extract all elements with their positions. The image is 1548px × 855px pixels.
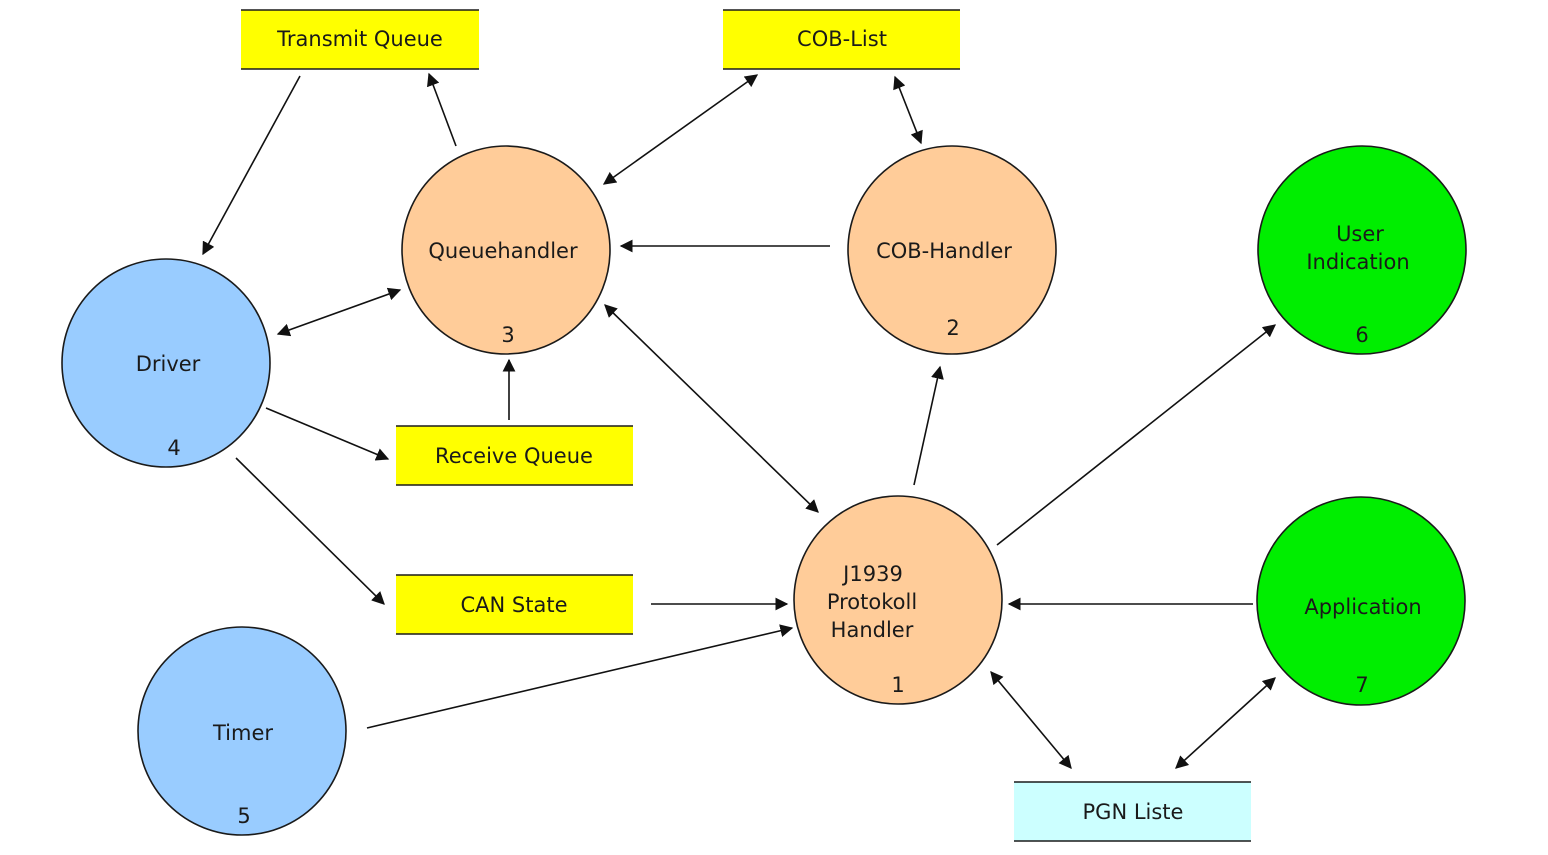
node-timer-circle [137,626,347,836]
node-cob-handler-circle [847,145,1057,355]
node-cob-handler: COB-Handler 2 [847,145,1057,355]
store-can-state-box [396,575,633,634]
edge-pgn-liste-application [1175,677,1276,769]
node-protokoll-handler-label-line-1: J1939 [841,562,903,586]
node-queuehandler: Queuehandler 3 [401,145,611,355]
node-driver-number: 4 [167,436,180,460]
node-user-indication-label-line-1: User [1336,222,1384,246]
edge-driver-to-receive-queue [265,407,390,461]
node-application-circle [1256,496,1466,706]
store-transmit-queue-box [241,10,479,69]
node-application-number: 7 [1355,673,1368,697]
node-queuehandler-number: 3 [501,323,514,347]
store-transmit-queue: Transmit Queue [241,9,479,70]
node-protokoll-handler-label-line-3: Handler [831,618,914,642]
edge-timer-to-protokoll-handler [366,624,794,729]
store-receive-queue-label: Receive Queue [435,444,593,468]
node-timer-label: Timer [212,721,273,745]
node-driver-label: Driver [136,352,201,376]
store-pgn-liste: PGN Liste [1014,781,1251,842]
node-protokoll-handler-circle [793,495,1003,705]
node-cob-handler-label: COB-Handler [876,239,1012,263]
node-driver: Driver 4 [61,258,271,468]
edge-protokoll-handler-to-user-indication [996,324,1277,546]
node-user-indication-label-line-2: Indication [1306,250,1409,274]
store-cob-list-box [723,10,960,69]
store-pgn-liste-label: PGN Liste [1083,800,1184,824]
edge-queuehandler-cob-list [602,74,759,185]
node-protokoll-handler-number: 1 [891,673,904,697]
store-receive-queue-box [396,426,633,485]
edge-queuehandler-protokoll-handler [604,304,819,513]
node-queuehandler-circle [401,145,611,355]
store-cob-list-label: COB-List [797,27,887,51]
node-user-indication-circle [1257,145,1467,355]
edge-transmit-queue-to-driver [202,75,301,256]
node-protokoll-handler-label-line-2: Protokoll [827,590,917,614]
node-protokoll-handler: J1939 Protokoll Handler 1 [793,495,1003,705]
edge-protokoll-handler-to-cob-handler [913,365,944,486]
store-pgn-liste-box [1014,782,1251,841]
node-application-label: Application [1304,595,1421,619]
edge-driver-to-can-state [235,457,385,605]
node-user-indication: User Indication 6 [1257,145,1467,355]
edge-cob-list-cob-handler [893,75,923,145]
store-transmit-queue-label: Transmit Queue [276,27,443,51]
store-can-state: CAN State [396,574,633,635]
store-receive-queue: Receive Queue [396,425,633,486]
edge-queuehandler-to-transmit-queue [427,72,457,147]
node-queuehandler-label: Queuehandler [428,239,578,263]
edge-protokoll-handler-pgn-liste [990,671,1072,769]
node-timer: Timer 5 [137,626,347,836]
store-cob-list: COB-List [723,9,960,70]
store-can-state-label: CAN State [461,593,568,617]
node-driver-circle [61,258,271,468]
node-user-indication-number: 6 [1355,323,1368,347]
node-application: Application 7 [1256,496,1466,706]
node-timer-number: 5 [237,804,250,828]
edge-driver-queuehandler [276,287,402,337]
node-cob-handler-number: 2 [946,316,959,340]
